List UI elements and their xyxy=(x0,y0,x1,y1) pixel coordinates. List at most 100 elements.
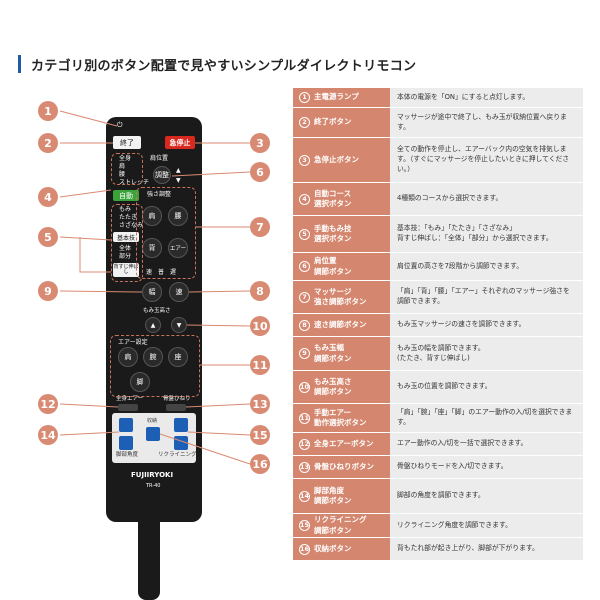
row-title: リクライニング 調節ボタン xyxy=(314,515,367,535)
strength-waist-button[interactable]: 腰 xyxy=(168,206,188,226)
row-description: リクライニング角度を調節できます。 xyxy=(390,514,583,537)
marker-11: 11 xyxy=(250,355,270,375)
row-description: 本体の電源を「ON」にすると点灯します。 xyxy=(390,88,583,107)
emergency-stop-button[interactable]: 急停止 xyxy=(165,136,195,149)
stretch-button[interactable]: 背すじ伸ばし xyxy=(113,263,139,277)
height-label: もみ玉高さ xyxy=(143,308,171,314)
air-shoulder-button[interactable]: 肩 xyxy=(118,347,138,367)
foot-up-button[interactable] xyxy=(119,418,133,432)
air-leg-button[interactable]: 脚 xyxy=(130,372,150,392)
row-number: 5 xyxy=(299,228,310,240)
row-title: 手動エアー 動作選択ボタン xyxy=(314,407,367,427)
row-title: 急停止ボタン xyxy=(314,154,359,164)
row-name: 9 もみ玉幅 調節ボタン xyxy=(293,337,390,370)
row-description: もみ玉の位置を調節できます。 xyxy=(390,371,583,403)
strength-back-button[interactable]: 背 xyxy=(142,238,162,258)
foot-angle-label: 脚部角度 xyxy=(116,452,139,458)
marker-1: 1 xyxy=(38,101,58,121)
marker-13: 13 xyxy=(250,394,270,414)
model-label: TR-40 xyxy=(146,483,161,489)
row-description: 「肩」「腕」「座」「脚」のエアー動作の入/切を選択できます。 xyxy=(390,404,583,432)
course-label-2: 腰 xyxy=(119,171,126,178)
row-name: 10 もみ玉高さ 調節ボタン xyxy=(293,371,390,403)
marker-4: 4 xyxy=(38,187,58,207)
manual-label-0: もみ xyxy=(119,206,132,213)
row-title: 手動もみ技 選択ボタン xyxy=(314,223,352,243)
row-description: もみ玉の幅を調節できます。 (たたき、背すじ伸ばし) xyxy=(390,337,583,370)
height-down-button[interactable]: ▼ xyxy=(171,317,187,333)
marker-12: 12 xyxy=(38,394,58,414)
part-label: 部分 xyxy=(119,253,132,260)
speed-button[interactable]: 速 xyxy=(169,282,189,302)
group-5-outline xyxy=(111,204,143,282)
width-button[interactable]: 幅 xyxy=(142,282,162,302)
twist-button[interactable] xyxy=(166,404,186,411)
row-number: 3 xyxy=(299,154,310,166)
shoulder-up-icon[interactable]: ▲ xyxy=(176,167,181,174)
row-title: 全身エアーボタン xyxy=(314,438,374,448)
row-number: 4 xyxy=(299,193,310,205)
speed-label-2: 遅 xyxy=(170,269,177,276)
row-description: 4種類のコースから選択できます。 xyxy=(390,183,583,215)
row-title: 収納ボタン xyxy=(314,543,352,553)
air-arm-button[interactable]: 腕 xyxy=(143,347,163,367)
air-seat-button[interactable]: 座 xyxy=(168,347,188,367)
row-title: もみ玉高さ 調節ボタン xyxy=(314,376,352,396)
foot-down-button[interactable] xyxy=(119,436,133,450)
row-number: 13 xyxy=(299,461,310,473)
recline-up-button[interactable] xyxy=(174,418,188,432)
row-number: 9 xyxy=(299,348,310,359)
row-number: 10 xyxy=(299,381,310,393)
manual-label-1: たたき xyxy=(119,214,138,221)
row-title: もみ玉幅 調節ボタン xyxy=(314,343,352,363)
shoulder-adjust-button[interactable]: 調整 xyxy=(153,166,171,184)
heading: カテゴリ別のボタン配置で見やすいシンプルダイレクトリモコン xyxy=(18,54,416,74)
group-11-outline xyxy=(110,335,200,397)
whole-air-button[interactable] xyxy=(118,404,138,411)
row-number: 11 xyxy=(299,412,310,424)
marker-6: 6 xyxy=(250,162,270,182)
row-name: 3 急停止ボタン xyxy=(293,138,390,182)
row-description: 基本技：「もみ」「たたき」「さざなみ」 背すじ伸ばし：「全体」「部分」から選択で… xyxy=(390,216,583,252)
recline-label: リクライニング xyxy=(158,452,197,458)
heading-text: カテゴリ別のボタン配置で見やすいシンプルダイレクトリモコン xyxy=(31,58,417,74)
end-button[interactable]: 終了 xyxy=(113,136,141,149)
store-button[interactable] xyxy=(146,427,160,441)
auto-course-button[interactable]: 自動 xyxy=(113,190,139,201)
row-number: 1 xyxy=(299,92,310,103)
height-up-button[interactable]: ▲ xyxy=(145,317,161,333)
row-number: 14 xyxy=(299,490,310,502)
row-number: 8 xyxy=(299,319,310,331)
shoulder-down-icon[interactable]: ▼ xyxy=(176,177,181,184)
marker-16: 16 xyxy=(250,454,270,474)
remote-cord xyxy=(138,520,160,600)
row-description: エアー動作の入/切を一括で選択できます。 xyxy=(390,433,583,455)
basic-technique-button[interactable]: 基本技 xyxy=(113,232,139,242)
row-number: 2 xyxy=(299,117,310,128)
twist-label: 骨盤ひねり xyxy=(163,396,191,402)
row-title: 肩位置 調節ボタン xyxy=(314,256,352,276)
group-7-outline xyxy=(136,187,196,279)
row-title: 脚部角度 調節ボタン xyxy=(314,485,352,505)
row-description: マッサージが途中で終了し、もみ玉が収納位置へ戻ります。 xyxy=(390,108,583,137)
table-row: 5 手動もみ技 選択ボタン 基本技：「もみ」「たたき」「さざなみ」 背すじ伸ばし：「… xyxy=(293,216,583,252)
strength-header: 強さ調整 xyxy=(147,191,172,198)
strength-air-button[interactable]: エアー xyxy=(168,238,188,258)
marker-9: 9 xyxy=(38,281,58,301)
